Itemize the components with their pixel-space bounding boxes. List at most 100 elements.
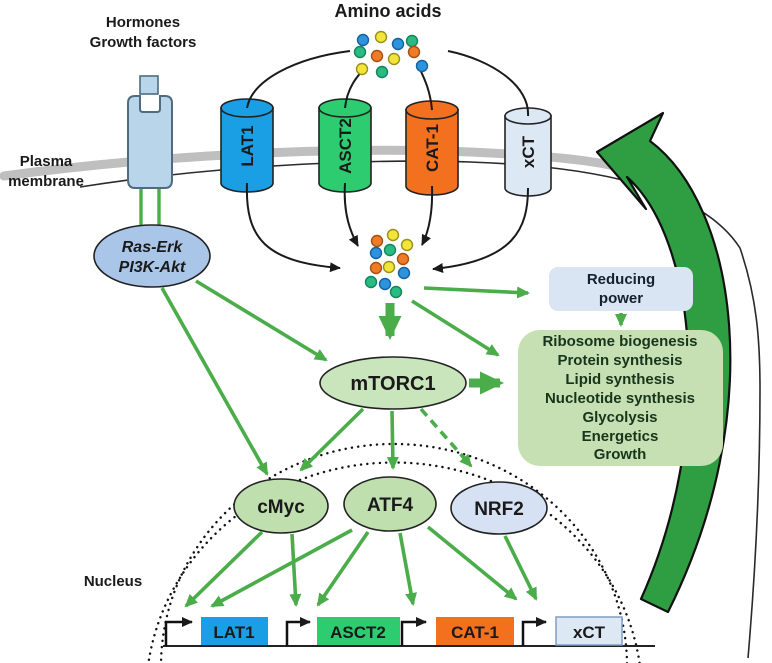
- gene-box-xct: [555, 616, 623, 646]
- outputs-line-energetics: Energetics: [582, 428, 659, 445]
- mtorc1-node: [319, 356, 467, 410]
- atf4-node: [343, 476, 437, 532]
- outputs-line-lipid: Lipid synthesis: [565, 371, 674, 388]
- ras-line1: Ras-Erk: [122, 239, 184, 256]
- gene-label-lat1: LAT1: [213, 623, 254, 642]
- recycle-swoosh-arrow: [595, 111, 732, 614]
- promoter-arrow-lat1: [164, 617, 193, 646]
- amino-acid-dot: [391, 37, 405, 51]
- xct-release-curve: [432, 187, 529, 274]
- transporter-asct2: [318, 98, 372, 193]
- amino-acid-dot: [389, 285, 403, 299]
- outputs-line-ribosome: Ribosome biogenesis: [542, 333, 697, 350]
- nucleus-outer-membrane: [147, 461, 641, 663]
- promoter-arrow-xct: [521, 617, 547, 646]
- amino-acid-dot: [369, 261, 383, 275]
- arrow-aa-to-reducing-power: [423, 286, 530, 299]
- arrow-mtorc1-to-cmyc: [299, 407, 365, 472]
- arrow-cmyc-to-lat1: [184, 530, 264, 608]
- cat1-cylinder-body: [405, 109, 459, 196]
- xct-cylinder-label: xCT: [519, 135, 538, 168]
- nucleus-label: Nucleus: [84, 573, 142, 590]
- lat1-cylinder-label: LAT1: [238, 125, 257, 166]
- arrow-atf4-to-asct2: [316, 530, 370, 607]
- arrow-atf4-to-lat1: [210, 528, 353, 608]
- arrow-ras-to-mtorc1: [195, 279, 328, 362]
- nrf2-node: [450, 481, 548, 535]
- arrow-mtorc1-to-nrf2-dashed: [419, 407, 473, 468]
- outputs-line-growth: Growth: [594, 446, 647, 463]
- arrow-atf4-to-xct: [426, 525, 518, 601]
- hormones-label-line1: Hormones: [106, 14, 180, 31]
- arrow-ras-to-cmyc: [160, 287, 269, 476]
- amino-acid-dot: [415, 59, 429, 73]
- transporter-xct: [504, 107, 552, 197]
- xct-uptake-curve-top: [447, 50, 530, 117]
- plasma-membrane-line: [79, 160, 761, 659]
- amino-acids-title: Amino acids: [334, 1, 441, 21]
- mtorc1-label: mTORC1: [350, 373, 435, 395]
- extracellular-amino-acid-dots: [353, 30, 429, 79]
- reducing-power-line2: power: [599, 290, 643, 307]
- gene-label-xct: xCT: [573, 623, 606, 642]
- plasma-membrane-label-line1: Plasma: [20, 153, 73, 170]
- gene-box-cat1: [436, 617, 514, 645]
- gene-box-lat1: [201, 617, 268, 645]
- promoter-arrow-cat1: [400, 617, 427, 646]
- lat1-cylinder-body: [220, 107, 274, 193]
- receptor-ligand-square: [139, 75, 159, 95]
- promoter-arrow-asct2: [285, 617, 311, 646]
- hormones-label-line2: Growth factors: [90, 34, 197, 51]
- growth-factor-receptor: [127, 95, 173, 189]
- amino-acid-dot: [405, 34, 419, 48]
- ras-pi3k-node: [93, 224, 211, 288]
- lat1-release-curve: [245, 182, 341, 273]
- plasma-membrane-label-line2: membrane: [8, 173, 84, 190]
- amino-acid-dot: [397, 266, 411, 280]
- arrow-aa-to-outputs: [411, 299, 500, 357]
- amino-acid-dot: [374, 30, 388, 44]
- amino-acid-dot: [356, 33, 370, 47]
- asct2-cylinder-body: [318, 107, 372, 193]
- amino-acid-dot: [396, 252, 410, 266]
- cat1-release-curve: [421, 185, 434, 246]
- amino-acid-dot: [382, 260, 396, 274]
- gene-label-cat1: CAT-1: [451, 623, 499, 642]
- lat1-uptake-curve-top: [246, 50, 351, 109]
- amino-acid-dot: [370, 49, 384, 63]
- reducing-power-box: [549, 267, 693, 311]
- amino-acid-dot: [387, 52, 401, 66]
- ras-line2: PI3K-Akt: [119, 259, 186, 276]
- gene-box-asct2: [317, 617, 400, 645]
- arrow-cmyc-to-asct2: [289, 533, 302, 607]
- cmyc-label: cMyc: [257, 497, 305, 518]
- amino-acid-dot: [375, 65, 389, 79]
- amino-acid-dot: [383, 243, 397, 257]
- amino-acid-dot: [378, 277, 392, 291]
- cat1-cylinder-label: CAT-1: [423, 124, 442, 172]
- amino-acid-dot: [369, 246, 383, 260]
- xct-cylinder-body: [504, 115, 552, 197]
- amino-acid-dot: [364, 275, 378, 289]
- amino-acid-dot: [353, 45, 367, 59]
- outputs-line-glycolysis: Glycolysis: [582, 409, 657, 426]
- intracellular-amino-acid-dots: [364, 228, 414, 299]
- nucleus-inner-membrane: [159, 442, 629, 663]
- outputs-line-protein: Protein synthesis: [557, 352, 682, 369]
- mtorc1-outputs-box: [518, 330, 723, 466]
- arrow-nrf2-to-xct: [503, 535, 538, 601]
- amino-acid-dot: [407, 45, 421, 59]
- nrf2-label: NRF2: [474, 499, 524, 520]
- amino-acid-dot: [386, 228, 400, 242]
- arrow-atf4-to-cat1: [398, 532, 417, 606]
- amino-acid-dot: [370, 234, 384, 248]
- outputs-line-nucleotide: Nucleotide synthesis: [545, 390, 695, 407]
- amino-acid-dot: [400, 238, 414, 252]
- asct2-cylinder-label: ASCT2: [336, 118, 355, 174]
- transporter-cat1: [405, 100, 459, 196]
- reducing-power-line1: Reducing: [587, 271, 655, 288]
- asct2-release-curve: [343, 182, 359, 247]
- atf4-label: ATF4: [367, 495, 414, 516]
